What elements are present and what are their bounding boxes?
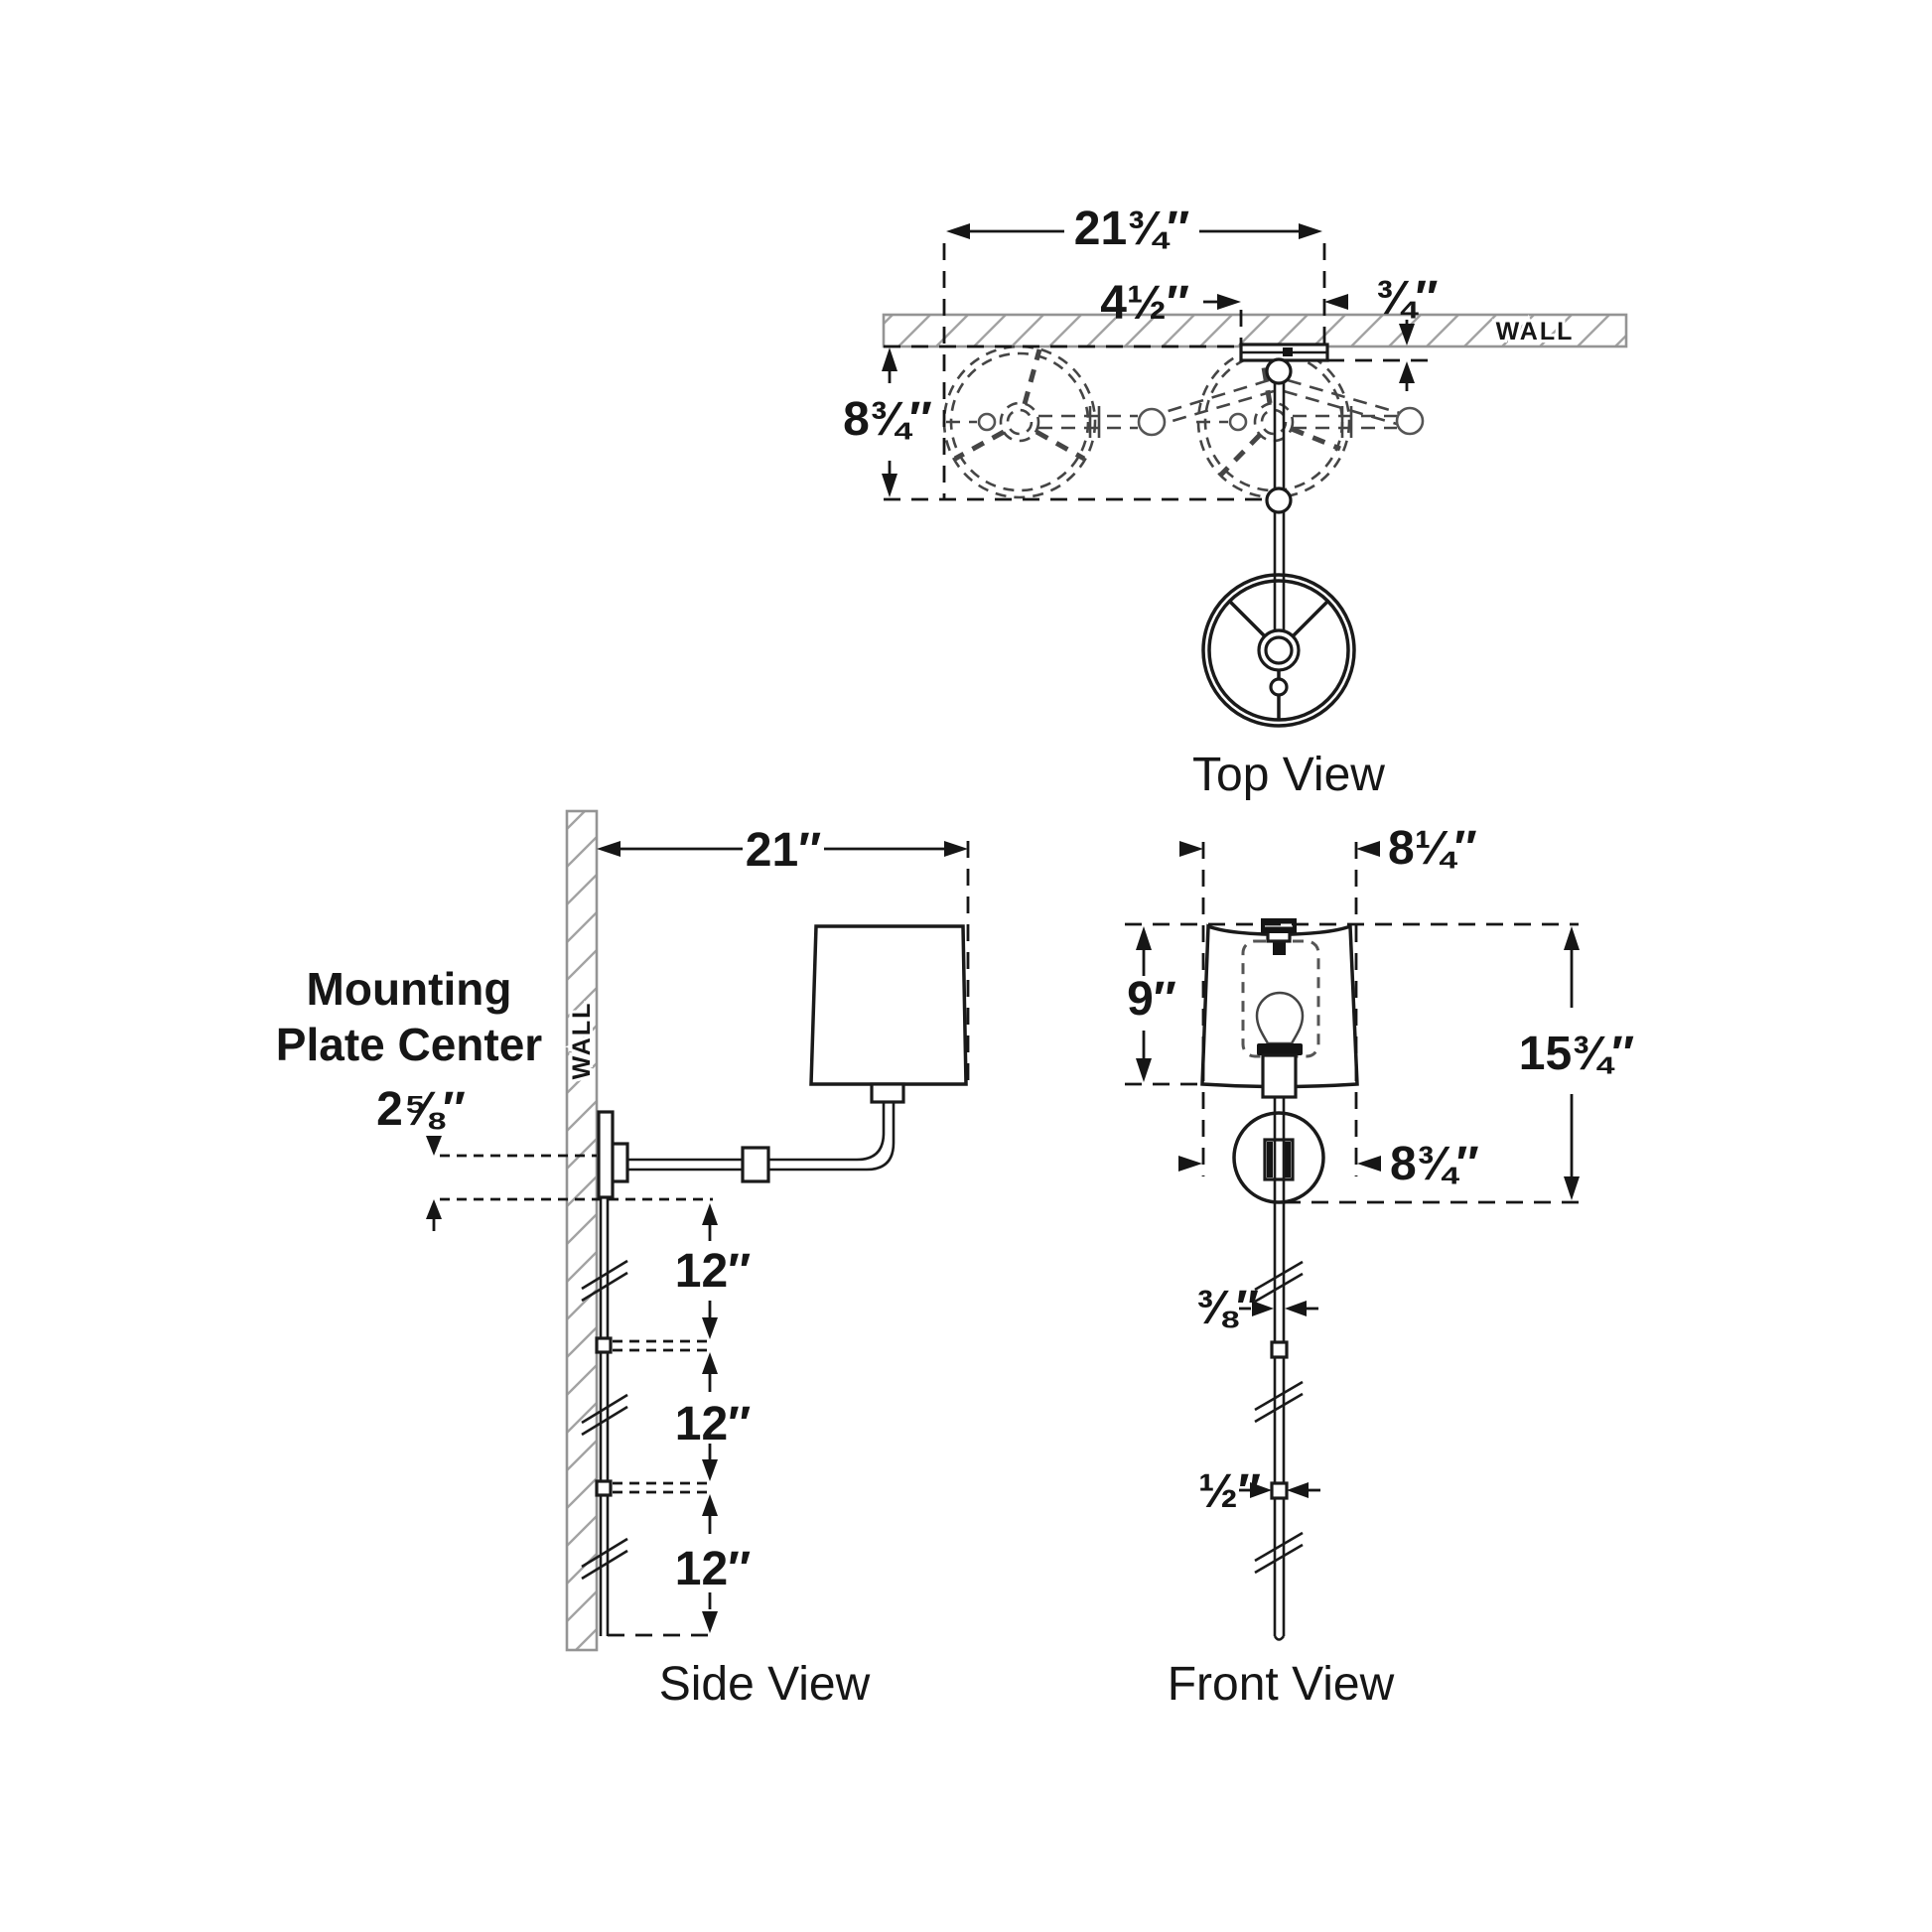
rod-coupler — [1270, 1340, 1289, 1359]
note-mounting: Mounting — [307, 963, 512, 1015]
mounting-plate-side — [597, 1110, 615, 1199]
wall-label-side: WALL — [568, 1002, 596, 1080]
dim-mount-offset: 2⅝″ — [376, 1083, 466, 1136]
dim-backplate-width: 4½″ — [1100, 277, 1189, 330]
wall-section-top: WALL — [882, 313, 1628, 348]
rod-coupler — [1270, 1481, 1289, 1500]
backplate — [1232, 1111, 1325, 1204]
front-view-label: Front View — [1168, 1658, 1395, 1711]
side-view: WALL — [276, 809, 970, 1711]
note-plate-center: Plate Center — [276, 1019, 543, 1070]
top-view-label: Top View — [1192, 749, 1385, 801]
rod-clip — [595, 1336, 613, 1354]
bulb — [1255, 991, 1305, 1045]
arm-coupler — [741, 1146, 770, 1183]
ghost-shade-extended — [942, 345, 1138, 499]
sconce-front-view — [1200, 918, 1359, 1641]
sconce-side-view — [581, 924, 968, 1636]
dim-extension: 21″ — [746, 824, 821, 877]
finial-knob — [1269, 677, 1289, 697]
wall-label-top: WALL — [1496, 318, 1575, 345]
dim-rod-segment-1: 12″ — [675, 1245, 751, 1298]
rod-break-marks — [1254, 1260, 1304, 1575]
rod-swivel-joint — [1265, 486, 1293, 514]
elbow-joint-right — [1395, 406, 1425, 436]
top-view-dimensions: 21¾″ 4½″ ¾″ 8¾″ — [843, 203, 1439, 501]
rod-clip — [595, 1479, 613, 1497]
wall-section-side: WALL — [565, 809, 599, 1652]
dim-shade-height: 9″ — [1127, 973, 1176, 1026]
rod-break-marks — [581, 1259, 628, 1581]
shade-side — [809, 924, 968, 1086]
swivel-hub — [1265, 357, 1293, 385]
top-view: WALL — [843, 203, 1628, 801]
side-view-dimensions: 21″ Mounting Plate Center 2⅝″ 12″ 12″ — [276, 824, 970, 1637]
dim-shade-top-width: 8¼″ — [1388, 822, 1477, 875]
dim-rod-segment-2: 12″ — [675, 1398, 751, 1450]
mounting-plate-top-view — [1239, 343, 1329, 385]
dim-plate-thickness: ¾″ — [1375, 272, 1438, 325]
shade-top-view — [1201, 383, 1356, 728]
dim-rod-width-upper: ⅜″ — [1196, 1282, 1259, 1334]
side-view-label: Side View — [659, 1658, 871, 1711]
shade-front — [1200, 923, 1359, 1089]
dim-rod-segment-3: 12″ — [675, 1543, 751, 1595]
front-view-dimensions: 8¼″ 9″ 15¾″ 8¾″ ⅜″ — [1125, 822, 1634, 1518]
elbow-joint-left — [1137, 407, 1167, 437]
shade-neck — [870, 1082, 905, 1104]
dim-fixture-height: 15¾″ — [1519, 1028, 1634, 1080]
dim-projection-depth: 8¾″ — [843, 393, 932, 446]
dim-shade-bottom-width: 8¾″ — [1390, 1138, 1479, 1190]
dim-overall-width: 21¾″ — [1074, 203, 1189, 255]
front-view: 8¼″ 9″ 15¾″ 8¾″ ⅜″ — [1125, 822, 1634, 1711]
dim-rod-width-lower: ½″ — [1198, 1465, 1261, 1518]
socket-body — [1261, 1053, 1298, 1099]
socket-ring — [1257, 1043, 1303, 1055]
